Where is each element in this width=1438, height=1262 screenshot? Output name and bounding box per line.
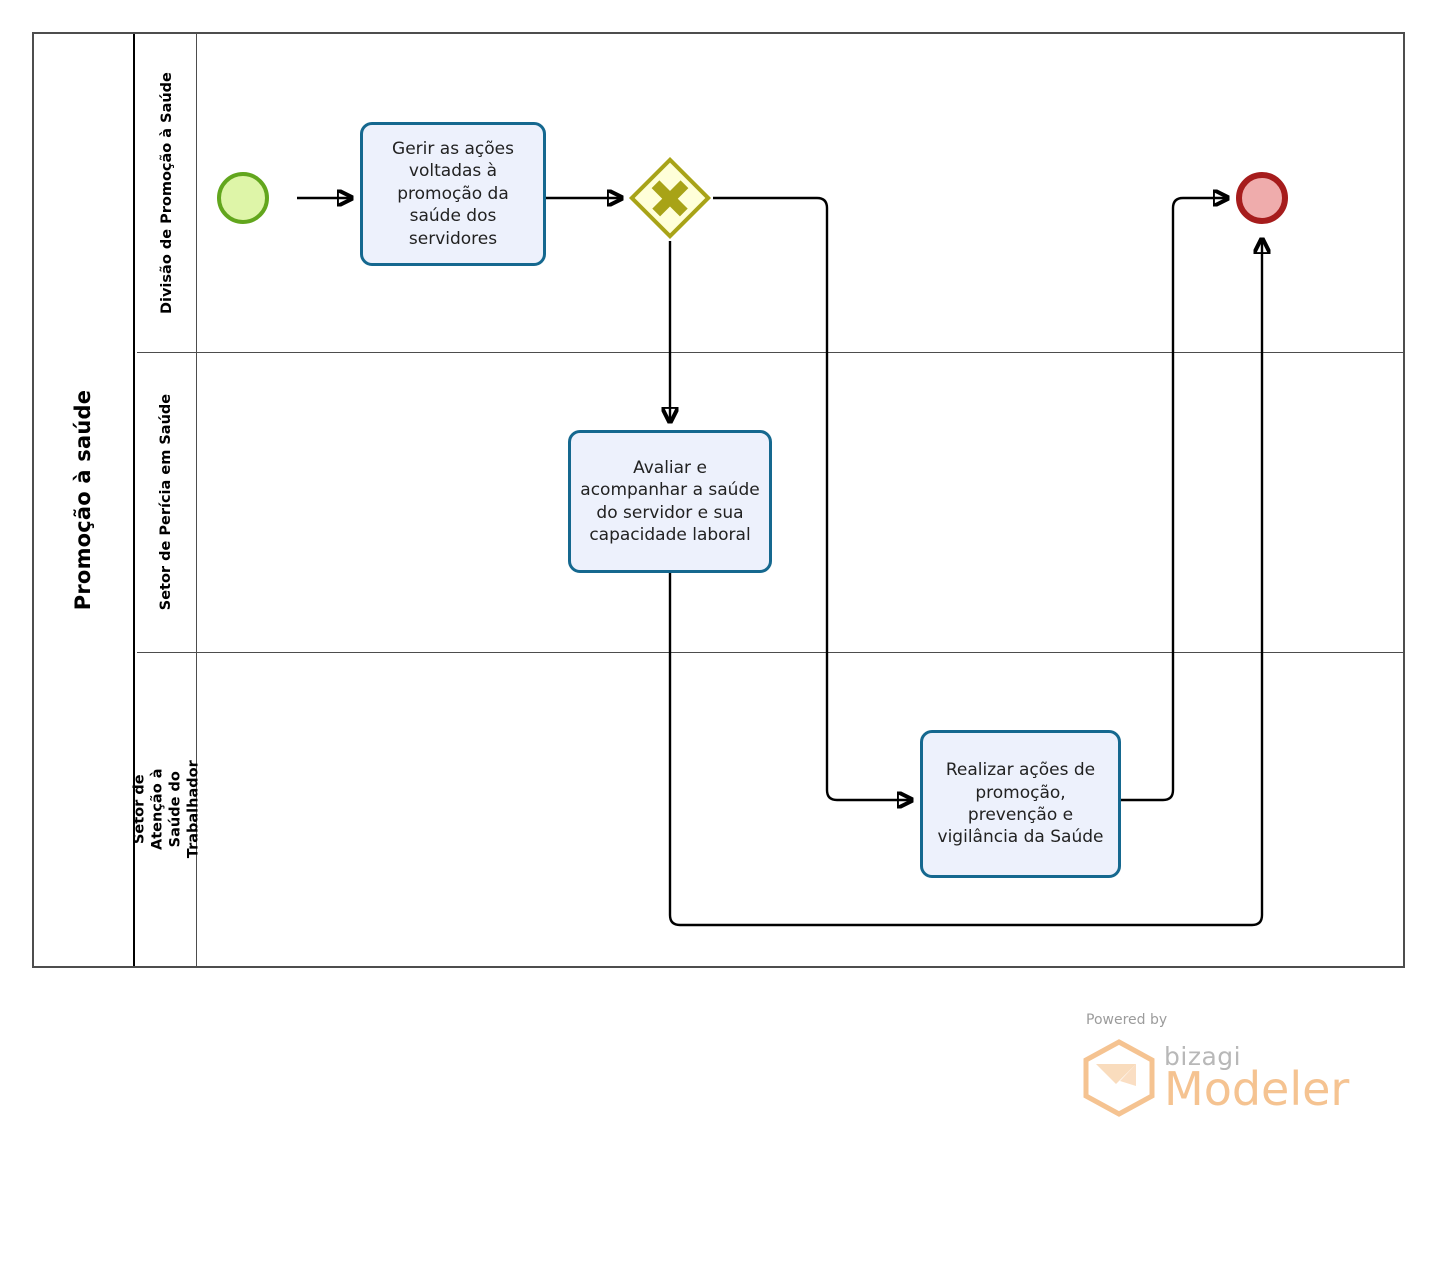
- lane-header-atencao: Setor de Atenção à Saúde do Trabalhador: [131, 652, 202, 966]
- lane-header-divisao: Divisão de Promoção à Saúde: [137, 34, 197, 352]
- task-gerir-as-acoes[interactable]: Gerir as ações voltadas à promoção da sa…: [360, 122, 546, 266]
- lane-setor-de-pericia-em-saude[interactable]: Setor de Perícia em Saúde: [137, 352, 1405, 652]
- powered-by-label: Powered by: [1086, 1012, 1168, 1028]
- pool-header: Promoção à saúde: [34, 34, 135, 966]
- task-realizar-acoes[interactable]: Realizar ações de promoção, prevenção e …: [920, 730, 1121, 878]
- bizagi-brand-text: bizagi: [1164, 1042, 1242, 1071]
- lane-label-pericia: Setor de Perícia em Saúde: [158, 393, 175, 611]
- lane-label-divisao: Divisão de Promoção à Saúde: [158, 72, 175, 314]
- bizagi-hexagon-logo: [1083, 1039, 1155, 1117]
- pool-title: Promoção à saúde: [71, 389, 96, 611]
- lane-divider-2: [137, 652, 1405, 653]
- lane-header-pericia: Setor de Perícia em Saúde: [137, 352, 197, 652]
- lane-label-atencao: Setor de Atenção à Saúde do Trabalhador: [131, 760, 202, 858]
- start-event[interactable]: [217, 172, 269, 224]
- modeler-product-text: Modeler: [1164, 1062, 1350, 1116]
- lane-divider-1: [137, 352, 1405, 353]
- task-avaliar-e-acompanhar[interactable]: Avaliar e acompanhar a saúde do servidor…: [568, 430, 772, 573]
- lane-divisao-de-promocao-a-saude[interactable]: Divisão de Promoção à Saúde: [137, 34, 1405, 352]
- end-event[interactable]: [1236, 172, 1288, 224]
- lane-setor-de-atencao-a-saude-do-trabalhador[interactable]: Setor de Atenção à Saúde do Trabalhador: [131, 652, 1405, 966]
- bizagi-watermark: Powered by bizagi Modeler: [1080, 1012, 1350, 1122]
